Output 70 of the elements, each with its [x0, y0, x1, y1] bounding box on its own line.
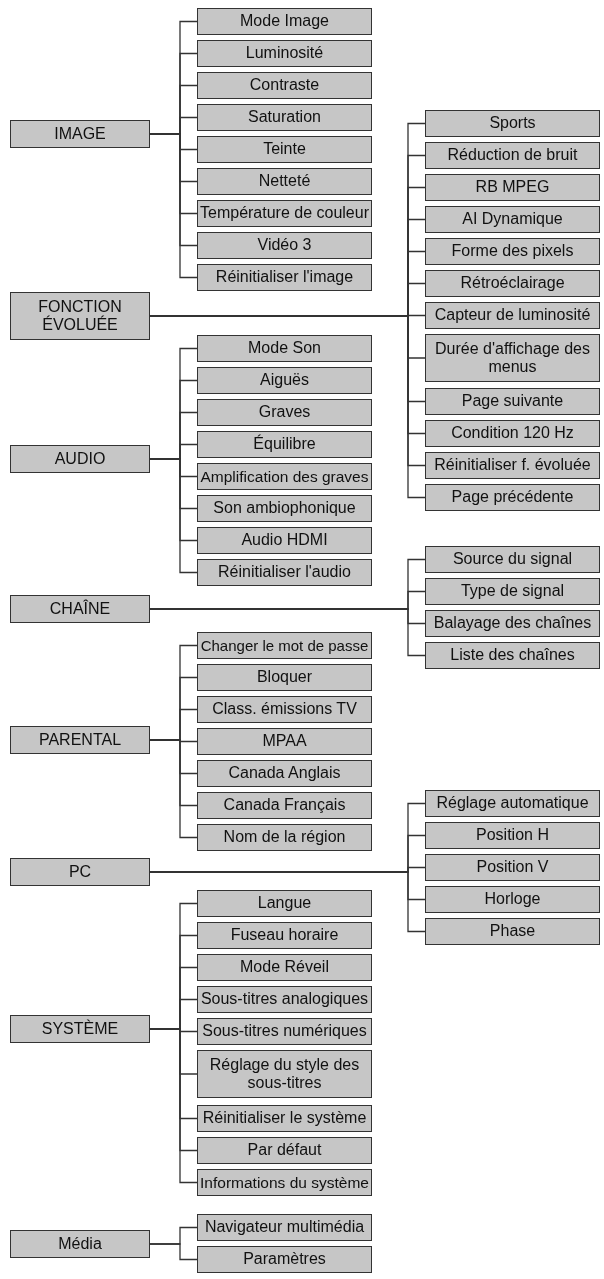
submenu-box: Canada Anglais [197, 760, 372, 787]
submenu-box: Équilibre [197, 431, 372, 458]
submenu-box: Son ambiophonique [197, 495, 372, 522]
submenu-box: Capteur de luminosité [425, 302, 600, 329]
submenu-box: Réinitialiser l'image [197, 264, 372, 291]
menu-box: PARENTAL [10, 726, 150, 754]
submenu-box: Réinitialiser le système [197, 1105, 372, 1132]
submenu-box: MPAA [197, 728, 372, 755]
connector-line [149, 739, 198, 839]
submenu-box: Navigateur multimédia [197, 1214, 372, 1241]
submenu-box: Saturation [197, 104, 372, 131]
menu-box: AUDIO [10, 445, 150, 473]
connector-line [149, 871, 426, 933]
submenu-box: Liste des chaînes [425, 642, 600, 669]
submenu-box: Netteté [197, 168, 372, 195]
submenu-box: Fuseau horaire [197, 922, 372, 949]
submenu-box: Durée d'affichage des menus [425, 334, 600, 382]
submenu-box: Vidéo 3 [197, 232, 372, 259]
connector-line [149, 133, 198, 279]
submenu-box: Mode Réveil [197, 954, 372, 981]
menu-box: Média [10, 1230, 150, 1258]
submenu-box: Condition 120 Hz [425, 420, 600, 447]
submenu-box: Par défaut [197, 1137, 372, 1164]
menu-box: IMAGE [10, 120, 150, 148]
submenu-box: Réinitialiser f. évoluée [425, 452, 600, 479]
submenu-box: Audio HDMI [197, 527, 372, 554]
submenu-box: Phase [425, 918, 600, 945]
submenu-box: Température de couleur [197, 200, 372, 227]
submenu-box: Position H [425, 822, 600, 849]
submenu-box: Class. émissions TV [197, 696, 372, 723]
menu-box: CHAÎNE [10, 595, 150, 623]
submenu-box: Sports [425, 110, 600, 137]
submenu-box: RB MPEG [425, 174, 600, 201]
connector-line [149, 1243, 198, 1261]
submenu-box: Nom de la région [197, 824, 372, 851]
submenu-box: Mode Son [197, 335, 372, 362]
submenu-box: Sous-titres analogiques [197, 986, 372, 1013]
submenu-box: Balayage des chaînes [425, 610, 600, 637]
submenu-box: Page suivante [425, 388, 600, 415]
submenu-box: Mode Image [197, 8, 372, 35]
submenu-box: Réglage du style des sous-titres [197, 1050, 372, 1098]
menu-box: PC [10, 858, 150, 886]
submenu-box: Réinitialiser l'audio [197, 559, 372, 586]
submenu-box: Rétroéclairage [425, 270, 600, 297]
connector-line [149, 608, 426, 657]
submenu-box: Sous-titres numériques [197, 1018, 372, 1045]
submenu-box: Graves [197, 399, 372, 426]
submenu-box: Paramètres [197, 1246, 372, 1273]
submenu-box: Réduction de bruit [425, 142, 600, 169]
submenu-box: Canada Français [197, 792, 372, 819]
connector-line [149, 458, 198, 574]
submenu-box: Forme des pixels [425, 238, 600, 265]
submenu-box: Changer le mot de passe [197, 632, 372, 659]
submenu-box: Aiguës [197, 367, 372, 394]
submenu-box: Position V [425, 854, 600, 881]
submenu-box: Informations du système [197, 1169, 372, 1196]
submenu-box: Réglage automatique [425, 790, 600, 817]
submenu-box: Langue [197, 890, 372, 917]
submenu-box: Horloge [425, 886, 600, 913]
submenu-box: AI Dynamique [425, 206, 600, 233]
submenu-box: Page précédente [425, 484, 600, 511]
submenu-box: Teinte [197, 136, 372, 163]
submenu-box: Amplification des graves [197, 463, 372, 490]
menu-box: FONCTION ÉVOLUÉE [10, 292, 150, 340]
submenu-box: Luminosité [197, 40, 372, 67]
submenu-box: Bloquer [197, 664, 372, 691]
submenu-box: Type de signal [425, 578, 600, 605]
menu-box: SYSTÈME [10, 1015, 150, 1043]
submenu-box: Source du signal [425, 546, 600, 573]
submenu-box: Contraste [197, 72, 372, 99]
